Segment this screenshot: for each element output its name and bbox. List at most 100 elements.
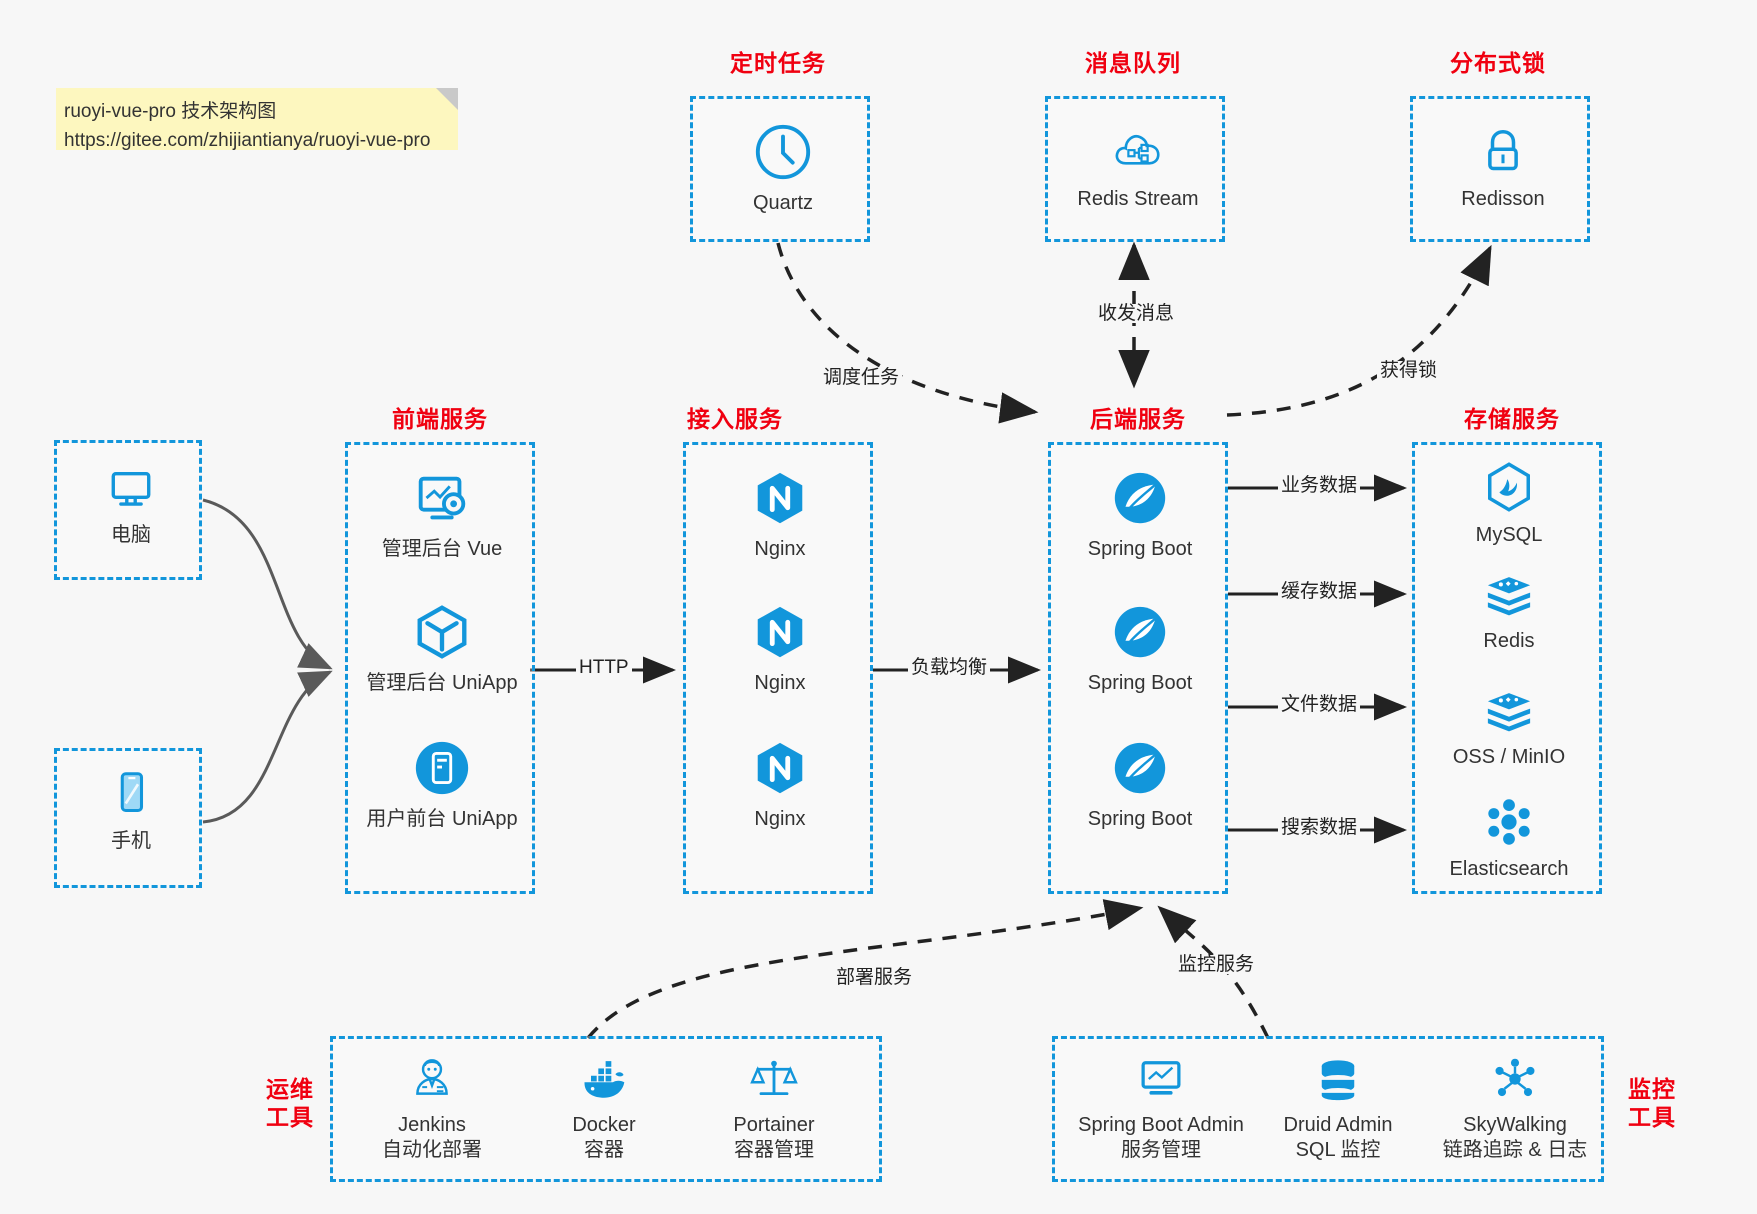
node-mysql[interactable]: MySQL <box>1434 459 1584 548</box>
node-label: Quartz <box>752 192 814 214</box>
group-title-mq: 消息队列 <box>1085 50 1181 76</box>
redis-icon <box>1487 577 1531 616</box>
node-label: Spring Boot <box>1087 808 1193 830</box>
node-skywalking[interactable]: SkyWalking 链路追踪 & 日志 <box>1425 1053 1605 1163</box>
group-title-monitor-line2: 工具 <box>1628 1104 1676 1131</box>
edge-label-deploy-service: 部署服务 <box>833 968 916 987</box>
node-label: Redis Stream <box>1077 188 1199 210</box>
edge-label-http: HTTP <box>576 658 632 677</box>
mysql-icon <box>1488 462 1530 512</box>
edge-label-business-data: 业务数据 <box>1278 476 1361 495</box>
cube-icon <box>417 605 467 659</box>
node-nginx-3[interactable]: Nginx <box>705 737 855 832</box>
node-spring-boot-2[interactable]: Spring Boot <box>1065 601 1215 696</box>
node-label: 电脑 <box>111 524 151 546</box>
note-line-2: https://gitee.com/zhijiantianya/ruoyi-vu… <box>64 129 431 151</box>
node-spring-boot-admin[interactable]: Spring Boot Admin 服务管理 <box>1071 1053 1251 1163</box>
node-label: Docker <box>572 1114 636 1136</box>
group-title-storage: 存储服务 <box>1464 406 1560 432</box>
node-jenkins[interactable]: Jenkins 自动化部署 <box>357 1053 507 1163</box>
node-label: 管理后台 UniApp <box>366 672 518 694</box>
node-elasticsearch[interactable]: Elasticsearch <box>1434 795 1584 882</box>
node-redisson[interactable]: Redisson <box>1428 123 1578 212</box>
node-label: Nginx <box>754 672 806 694</box>
group-scheduler: Quartz <box>690 96 870 242</box>
portainer-icon <box>750 1060 798 1096</box>
node-nginx-2[interactable]: Nginx <box>705 601 855 696</box>
node-spring-boot-1[interactable]: Spring Boot <box>1065 467 1215 562</box>
node-label: MySQL <box>1475 524 1543 546</box>
node-oss-minio[interactable]: OSS / MinIO <box>1434 685 1584 770</box>
nginx-icon <box>757 742 803 794</box>
node-label: Spring Boot Admin <box>1078 1114 1244 1136</box>
note-fold-icon <box>436 88 458 110</box>
clock-icon <box>755 124 811 180</box>
node-label: 管理后台 Vue <box>381 538 503 560</box>
node-druid-admin[interactable]: Druid Admin SQL 监控 <box>1263 1053 1413 1163</box>
group-frontend: 管理后台 Vue 管理后台 UniApp 用户前台 UniApp <box>345 442 535 894</box>
group-backend: Spring Boot Spring Boot Spring Boot <box>1048 442 1228 894</box>
docker-icon <box>584 1061 625 1098</box>
node-mobile[interactable]: 手机 <box>56 765 206 854</box>
node-redis[interactable]: Redis <box>1434 569 1584 654</box>
phone-app-icon <box>415 741 469 795</box>
node-sublabel: 自动化部署 <box>382 1139 482 1161</box>
spring-boot-icon <box>1114 606 1166 658</box>
node-admin-vue[interactable]: 管理后台 Vue <box>367 467 517 562</box>
node-label: Elasticsearch <box>1449 858 1569 880</box>
edge-label-monitor-service: 监控服务 <box>1175 955 1258 974</box>
group-monitor: Spring Boot Admin 服务管理 Druid Admin SQL 监… <box>1052 1036 1604 1182</box>
node-sublabel: SQL 监控 <box>1295 1139 1381 1161</box>
node-label: 用户前台 UniApp <box>366 808 518 830</box>
skywalking-icon <box>1495 1058 1535 1097</box>
edge-label-schedule-task: 调度任务 <box>820 368 903 387</box>
group-title-monitor-line1: 监控 <box>1628 1076 1676 1102</box>
node-label: Druid Admin <box>1283 1114 1393 1136</box>
edge-label-cache-data: 缓存数据 <box>1278 582 1361 601</box>
node-quartz[interactable]: Quartz <box>708 121 858 216</box>
lock-icon <box>1488 129 1518 171</box>
mobile-icon <box>120 772 144 813</box>
nginx-icon <box>757 606 803 658</box>
edge-label-send-receive-message: 收发消息 <box>1095 304 1178 323</box>
node-desktop[interactable]: 电脑 <box>56 461 206 548</box>
node-label: Nginx <box>754 538 806 560</box>
node-nginx-1[interactable]: Nginx <box>705 467 855 562</box>
group-title-frontend: 前端服务 <box>392 406 488 432</box>
node-spring-boot-3[interactable]: Spring Boot <box>1065 737 1215 832</box>
group-title-monitor: 监控 工具 <box>1620 1075 1684 1131</box>
node-redis-stream[interactable]: Redis Stream <box>1063 123 1213 212</box>
desktop-icon <box>111 471 151 506</box>
group-client-desktop: 电脑 <box>54 440 202 580</box>
node-portainer[interactable]: Portainer 容器管理 <box>699 1053 849 1163</box>
node-user-uniapp[interactable]: 用户前台 UniApp <box>366 737 518 832</box>
node-sublabel: 容器管理 <box>734 1139 814 1161</box>
group-title-gateway: 接入服务 <box>687 406 783 432</box>
node-label: Jenkins <box>398 1114 466 1136</box>
group-devops: Jenkins 自动化部署 Docker 容器 <box>330 1036 882 1182</box>
node-label: Redis <box>1483 630 1535 652</box>
group-title-devops-line2: 工具 <box>266 1104 314 1131</box>
node-sublabel: 链路追踪 & 日志 <box>1442 1139 1588 1161</box>
edge-label-acquire-lock: 获得锁 <box>1377 361 1441 380</box>
group-title-devops: 运维 工具 <box>258 1075 322 1131</box>
node-label: Nginx <box>754 808 806 830</box>
node-docker[interactable]: Docker 容器 <box>529 1053 679 1163</box>
database-icon <box>1321 1060 1355 1101</box>
nginx-icon <box>757 472 803 524</box>
node-admin-uniapp[interactable]: 管理后台 UniApp <box>366 601 518 696</box>
group-title-devops-line1: 运维 <box>266 1076 314 1102</box>
edge-label-load-balance: 负载均衡 <box>908 658 991 677</box>
group-lock: Redisson <box>1410 96 1590 242</box>
group-mq: Redis Stream <box>1045 96 1225 242</box>
node-sublabel: 服务管理 <box>1121 1139 1201 1161</box>
edge-label-file-data: 文件数据 <box>1278 695 1361 714</box>
oss-icon <box>1487 693 1531 732</box>
spring-boot-icon <box>1114 742 1166 794</box>
group-title-scheduler: 定时任务 <box>730 50 826 76</box>
group-storage: MySQL Redis OSS / MinIO <box>1412 442 1602 894</box>
sticky-note: ruoyi-vue-pro 技术架构图 https://gitee.com/zh… <box>56 88 458 151</box>
dashboard-icon <box>418 476 466 520</box>
node-label: OSS / MinIO <box>1452 746 1566 768</box>
